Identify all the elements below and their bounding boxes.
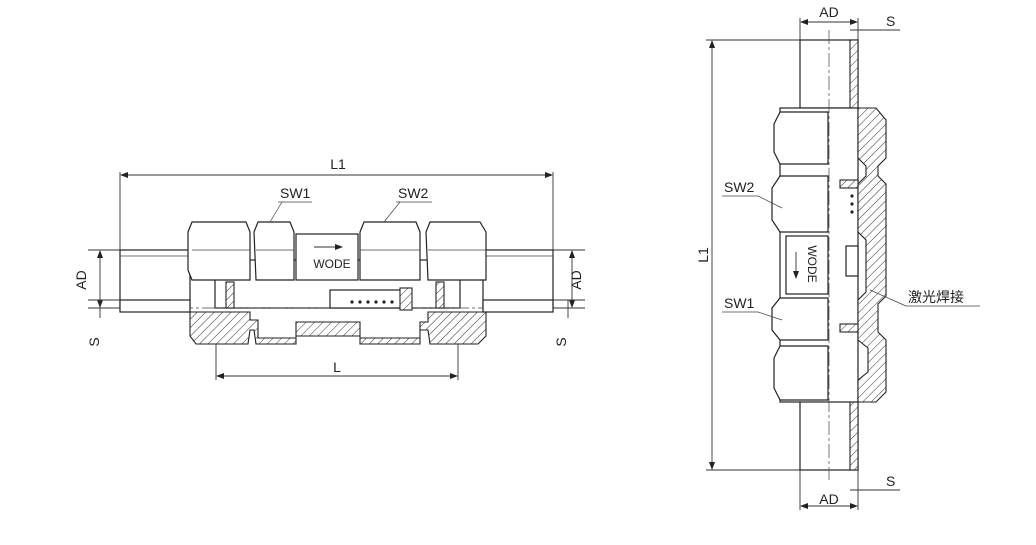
ad-label-left: AD bbox=[73, 270, 89, 289]
sw1-label-horizontal: SW1 bbox=[280, 185, 311, 201]
top-nut-vertical bbox=[773, 111, 829, 165]
horizontal-view: L1 bbox=[73, 156, 585, 380]
flow-window-vertical bbox=[785, 235, 829, 295]
l-label: L bbox=[333, 359, 341, 375]
bottom-nut-vertical bbox=[773, 345, 829, 401]
sw2-label-vertical: SW2 bbox=[724, 179, 755, 195]
flow-direction-label-vertical: WODE bbox=[805, 245, 819, 282]
sw1-label-vertical: SW1 bbox=[724, 295, 755, 311]
flow-direction-label: WODE bbox=[313, 257, 350, 271]
right-nut bbox=[425, 221, 487, 281]
s-label-top: S bbox=[886, 13, 895, 29]
section-view-lower bbox=[189, 311, 487, 345]
laser-weld-label: 激光焊接 bbox=[908, 289, 964, 305]
sw2-label-horizontal: SW2 bbox=[398, 185, 429, 201]
sw1-hex-vertical bbox=[771, 297, 829, 341]
ad-label-right: AD bbox=[568, 270, 584, 289]
sw2-hex-vertical bbox=[771, 175, 829, 233]
l1-label: L1 bbox=[330, 156, 346, 172]
s-label-left: S bbox=[86, 337, 102, 346]
flow-window bbox=[295, 233, 359, 281]
left-nut bbox=[187, 221, 251, 281]
ad-label-top: AD bbox=[819, 4, 838, 20]
sw1-hex bbox=[253, 221, 295, 281]
ad-label-bottom: AD bbox=[819, 491, 838, 507]
sw2-hex bbox=[359, 221, 421, 281]
s-label-right: S bbox=[553, 337, 569, 346]
section-view-right bbox=[857, 107, 887, 403]
vertical-view: AD S L1 WODE SW2 bbox=[695, 4, 980, 510]
s-label-bottom: S bbox=[886, 473, 895, 489]
l1-label-vertical: L1 bbox=[695, 247, 711, 263]
